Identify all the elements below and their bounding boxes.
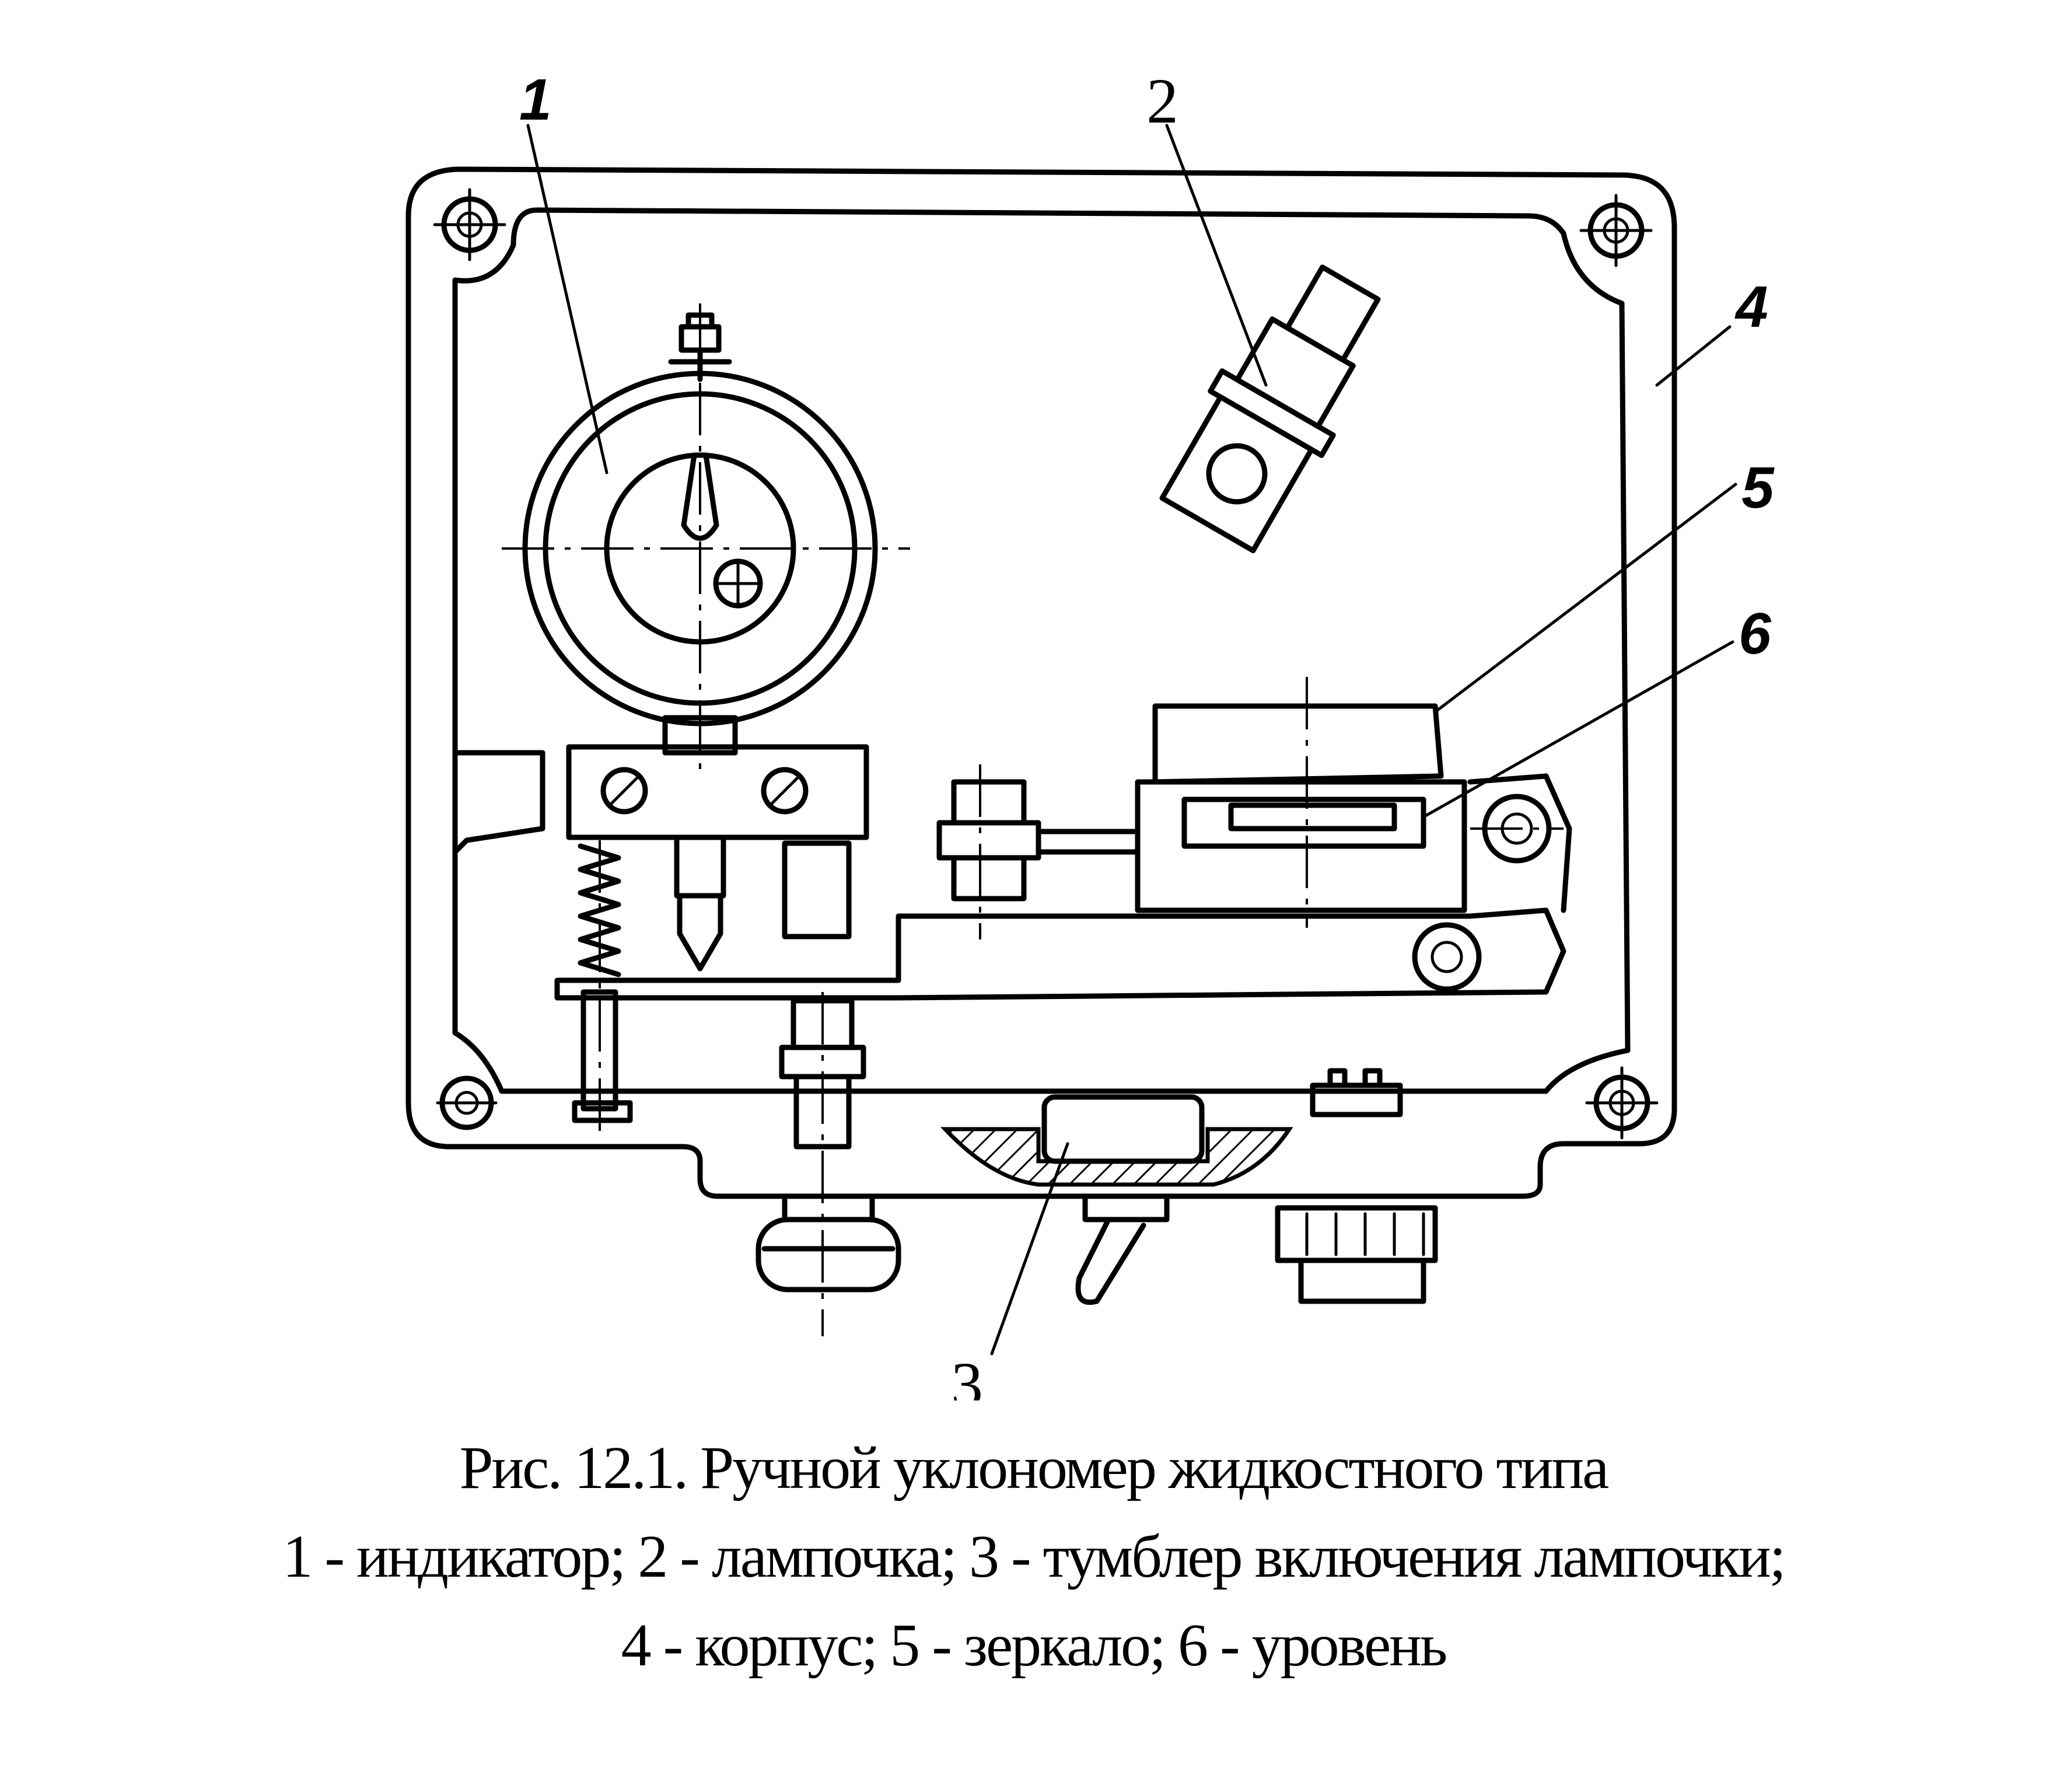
callout-5: 5 xyxy=(1741,455,1775,521)
figure-caption: Рис. 12.1. Ручной уклономер жидкостного … xyxy=(0,1424,2067,1690)
corner-screw-top-right xyxy=(1579,194,1653,267)
inclinometer-drawing: 1 2 3 4 5 6 xyxy=(405,65,1775,1400)
level-assembly xyxy=(936,677,1572,992)
connector xyxy=(1275,1068,1438,1304)
lamp xyxy=(1159,264,1381,554)
callout-1: 1 xyxy=(519,67,552,132)
lever-plate xyxy=(554,907,1566,1001)
housing xyxy=(405,166,1677,1199)
leader-lines xyxy=(526,124,1737,1356)
toggle-switch xyxy=(940,1094,1293,1305)
caption-legend-line-2: 4 - корпус; 5 - зеркало; 6 - уровень xyxy=(621,1612,1448,1679)
corner-screw-top-left xyxy=(433,188,506,261)
adjusting-screw xyxy=(756,992,901,1336)
corner-screw-bottom-left xyxy=(436,1075,498,1130)
corner-screw-bottom-right xyxy=(1585,1066,1659,1140)
mirror xyxy=(1152,703,1444,785)
caption-title: Рис. 12.1. Ручной уклономер жидкостного … xyxy=(459,1434,1610,1501)
indicator-bracket xyxy=(452,744,869,972)
callout-3: 3 xyxy=(951,1349,983,1400)
callout-4: 4 xyxy=(1734,274,1768,340)
callout-6: 6 xyxy=(1739,601,1772,666)
dial-indicator xyxy=(502,303,910,776)
callout-2: 2 xyxy=(1146,65,1178,137)
caption-legend-line-1: 1 - индикатор; 2 - лампочка; 3 - тумблер… xyxy=(282,1523,1786,1590)
level-vial xyxy=(1181,797,1426,849)
spring xyxy=(572,840,633,1132)
